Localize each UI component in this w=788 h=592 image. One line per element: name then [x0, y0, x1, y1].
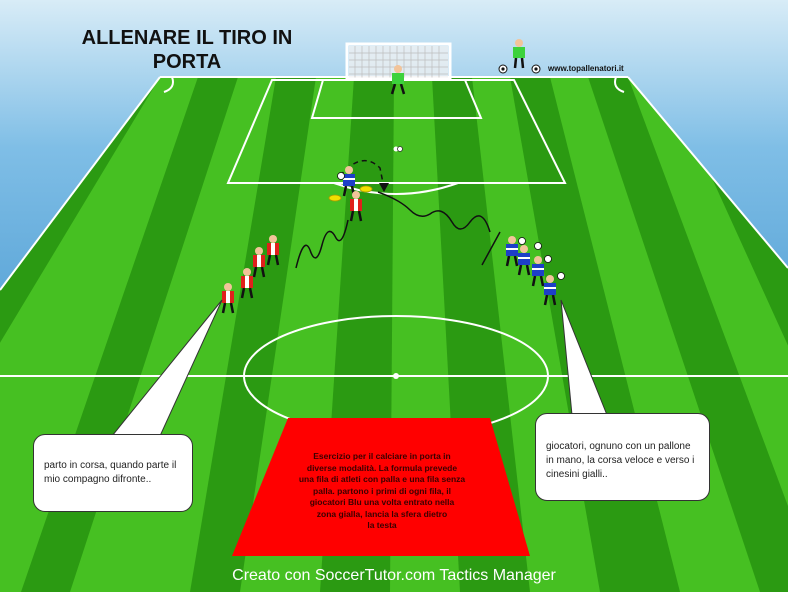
yellow-cones: [328, 185, 373, 202]
website-label: www.topallenatori.it: [548, 64, 624, 73]
touchline-left: [0, 76, 161, 291]
cone-icon: [328, 194, 342, 202]
red-team-line: [221, 235, 280, 314]
description-line: zona gialla, lancia la sfera dietro: [316, 508, 448, 519]
description-text: Esercizio per il calciare in porta in di…: [280, 451, 484, 532]
run-line-blue: [481, 231, 501, 266]
blue-team-line: [505, 236, 565, 306]
red-player: [221, 283, 235, 314]
title-line: PORTA: [152, 51, 222, 73]
speech-bubble-right: giocatori, ognuno con un pallone in mano…: [535, 413, 710, 501]
penalty-arc: [333, 182, 459, 195]
red-player: [240, 268, 254, 299]
description-line: la testa: [367, 520, 397, 530]
red-player: [266, 235, 280, 266]
throw-arrow: [339, 159, 385, 189]
footer-credit: Creato con SoccerTutor.com Tactics Manag…: [232, 567, 556, 584]
speech-bubble-left: parto in corsa, quando parte il mio comp…: [33, 434, 193, 512]
cone-icon: [359, 185, 373, 193]
corner-arc-left: [163, 76, 174, 93]
goalkeeper: [390, 65, 406, 95]
corner-arc-right: [614, 76, 625, 93]
bubble-left-text: parto in corsa, quando parte il mio comp…: [44, 460, 177, 485]
arrowhead: [379, 183, 389, 192]
description-line: diverse modalità. La formula prevede: [306, 462, 458, 473]
blue-player: [517, 242, 542, 276]
blue-player: [337, 166, 356, 197]
dribble-path-red: [295, 219, 349, 269]
penalty-spot: [393, 146, 399, 152]
blue-player: [531, 255, 552, 287]
movement-lines: [295, 159, 501, 269]
description-line: palla. partono i primi di ogni fila, il: [313, 485, 451, 496]
red-player: [349, 191, 363, 222]
red-player: [252, 247, 266, 278]
blue-player: [505, 236, 526, 267]
center-spot: [393, 373, 399, 379]
spare-goalkeeper: [513, 39, 525, 69]
ball-icon: [531, 64, 541, 74]
ball-icon: [498, 64, 508, 74]
page-title: ALLENARE IL TIRO IN PORTA: [62, 26, 312, 74]
description-line: giocatori Blu una volta entrato nella: [309, 497, 455, 507]
ball-icon: [397, 146, 403, 152]
bubble-right-text: giocatori, ognuno con un pallone in mano…: [546, 441, 695, 480]
title-line: ALLENARE IL TIRO IN: [81, 27, 293, 49]
blue-player: [543, 272, 565, 306]
run-path-blue: [377, 191, 491, 233]
description-box: [232, 418, 530, 556]
description-line: una fila di atleti con palla e una fila …: [298, 474, 466, 484]
description-line: Esercizio per il calciare in porta in: [313, 451, 451, 461]
touchline-right: [627, 76, 788, 269]
